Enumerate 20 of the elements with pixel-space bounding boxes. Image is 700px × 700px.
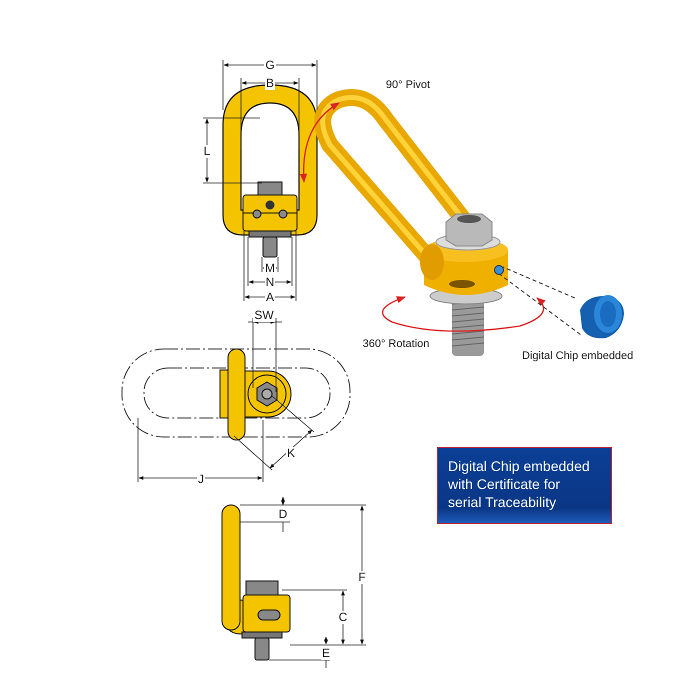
dimension-label: K bbox=[286, 446, 296, 460]
dimension-label: B bbox=[264, 76, 275, 90]
dimension-label: A bbox=[264, 290, 275, 304]
dimension-label: M bbox=[264, 262, 276, 274]
info-panel bbox=[437, 447, 612, 524]
feature-caption: 360° Rotation bbox=[362, 338, 430, 350]
dimension-label: SW bbox=[253, 308, 275, 322]
dimension-label: D bbox=[278, 508, 288, 520]
dimension-label: J bbox=[197, 472, 205, 486]
dimension-label: N bbox=[264, 276, 276, 288]
feature-caption: 90° Pivot bbox=[384, 78, 432, 92]
dimension-label: G bbox=[264, 58, 276, 72]
dimension-label: E bbox=[320, 646, 331, 660]
leader-line bbox=[502, 266, 576, 298]
dimension-label: F bbox=[357, 570, 367, 584]
panel-text: Digital Chip embedded with Certificate for serial Traceability bbox=[448, 457, 591, 511]
chip-caption: Digital Chip embedded bbox=[522, 350, 634, 362]
leader-line bbox=[500, 274, 581, 335]
dimension-label: L bbox=[202, 144, 212, 158]
dimension-label: C bbox=[338, 610, 348, 624]
